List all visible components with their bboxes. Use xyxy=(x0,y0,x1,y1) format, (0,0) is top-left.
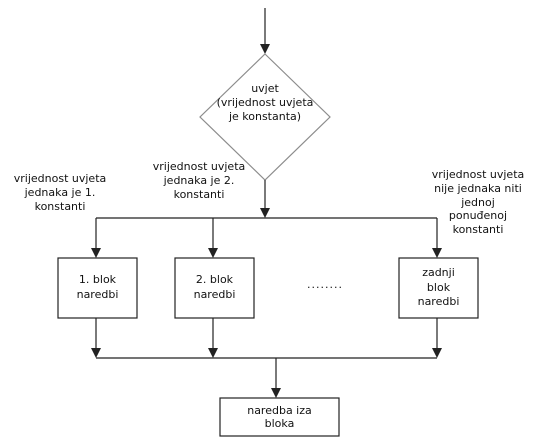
branch-2-arrowhead xyxy=(208,248,218,258)
branch-1-arrowhead xyxy=(91,248,101,258)
branch-2-condition-label: vrijednost uvjeta jednaka je 2. konstant… xyxy=(152,160,246,201)
entry-arrowhead xyxy=(260,44,270,54)
merge-exit-arrowhead xyxy=(271,388,281,398)
block-1-exit-arrowhead xyxy=(91,348,101,358)
block-1-box xyxy=(57,257,138,319)
block-2-box xyxy=(174,257,255,319)
branch-1-condition-label: vrijednost uvjeta jednaka je 1. konstant… xyxy=(13,172,107,213)
block-last-label: zadnji blok naredbi xyxy=(417,265,460,309)
block-2-label: 2. blok naredbi xyxy=(193,273,236,301)
branch-last-arrowhead xyxy=(432,248,442,258)
branch-last-condition-label: vrijednost uvjeta nije jednaka niti jedn… xyxy=(431,168,525,236)
block-1-label: 1. blok naredbi xyxy=(76,273,119,301)
decision-exit-arrowhead xyxy=(260,208,270,218)
block-last-box xyxy=(398,257,479,319)
after-block-label: naredba iza bloka xyxy=(247,403,312,430)
block-2-exit-arrowhead xyxy=(208,348,218,358)
ellipsis-placeholder: ........ xyxy=(307,277,343,291)
after-block-box xyxy=(219,397,340,437)
decision-label: uvjet (vrijednost uvjeta je konstanta) xyxy=(216,82,314,123)
block-last-exit-arrowhead xyxy=(432,348,442,358)
